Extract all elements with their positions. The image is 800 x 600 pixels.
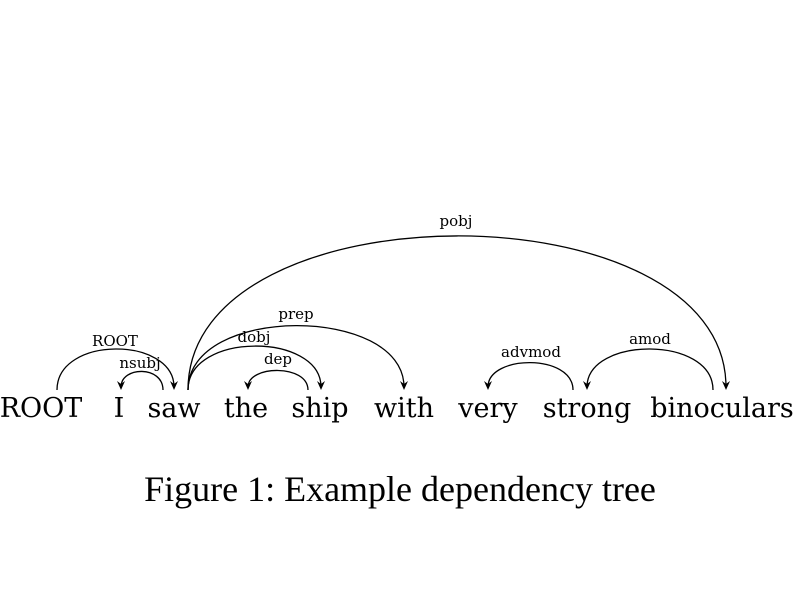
arc-root bbox=[56, 348, 175, 391]
arc-nsubj bbox=[120, 370, 164, 391]
token-strong: strong bbox=[543, 393, 632, 424]
arc-dep bbox=[247, 369, 309, 391]
figure-caption: Figure 1: Example dependency tree bbox=[144, 469, 656, 509]
token-very: very bbox=[457, 393, 518, 424]
arc-label-dobj: dobj bbox=[238, 328, 271, 346]
arrowhead-dep bbox=[244, 381, 252, 390]
arrowhead-root bbox=[170, 381, 178, 390]
arrowhead-dobj bbox=[317, 381, 325, 390]
arrowhead-prep bbox=[400, 381, 408, 390]
arc-label-nsubj: nsubj bbox=[119, 354, 160, 372]
token-saw: saw bbox=[147, 393, 200, 424]
token-with: with bbox=[374, 393, 434, 424]
token-root: ROOT bbox=[0, 393, 82, 424]
token-i: I bbox=[114, 393, 125, 424]
arc-amod bbox=[586, 348, 714, 391]
arrowhead-pobj bbox=[722, 381, 730, 390]
arc-label-advmod: advmod bbox=[501, 343, 561, 361]
arrowhead-amod bbox=[583, 381, 591, 390]
arc-advmod bbox=[487, 362, 574, 391]
arc-label-prep: prep bbox=[278, 305, 313, 323]
arc-label-amod: amod bbox=[629, 330, 671, 348]
arc-label-root: ROOT bbox=[92, 332, 138, 350]
arc-label-dep: dep bbox=[264, 350, 292, 368]
arc-dobj bbox=[187, 345, 322, 391]
arc-prep bbox=[187, 324, 405, 391]
arc-pobj bbox=[187, 235, 727, 391]
arrowhead-nsubj bbox=[117, 381, 125, 390]
arc-label-pobj: pobj bbox=[440, 212, 473, 230]
arrowhead-advmod bbox=[484, 381, 492, 390]
token-the: the bbox=[224, 393, 268, 424]
token-ship: ship bbox=[291, 393, 348, 424]
token-binoculars: binoculars bbox=[650, 393, 794, 424]
